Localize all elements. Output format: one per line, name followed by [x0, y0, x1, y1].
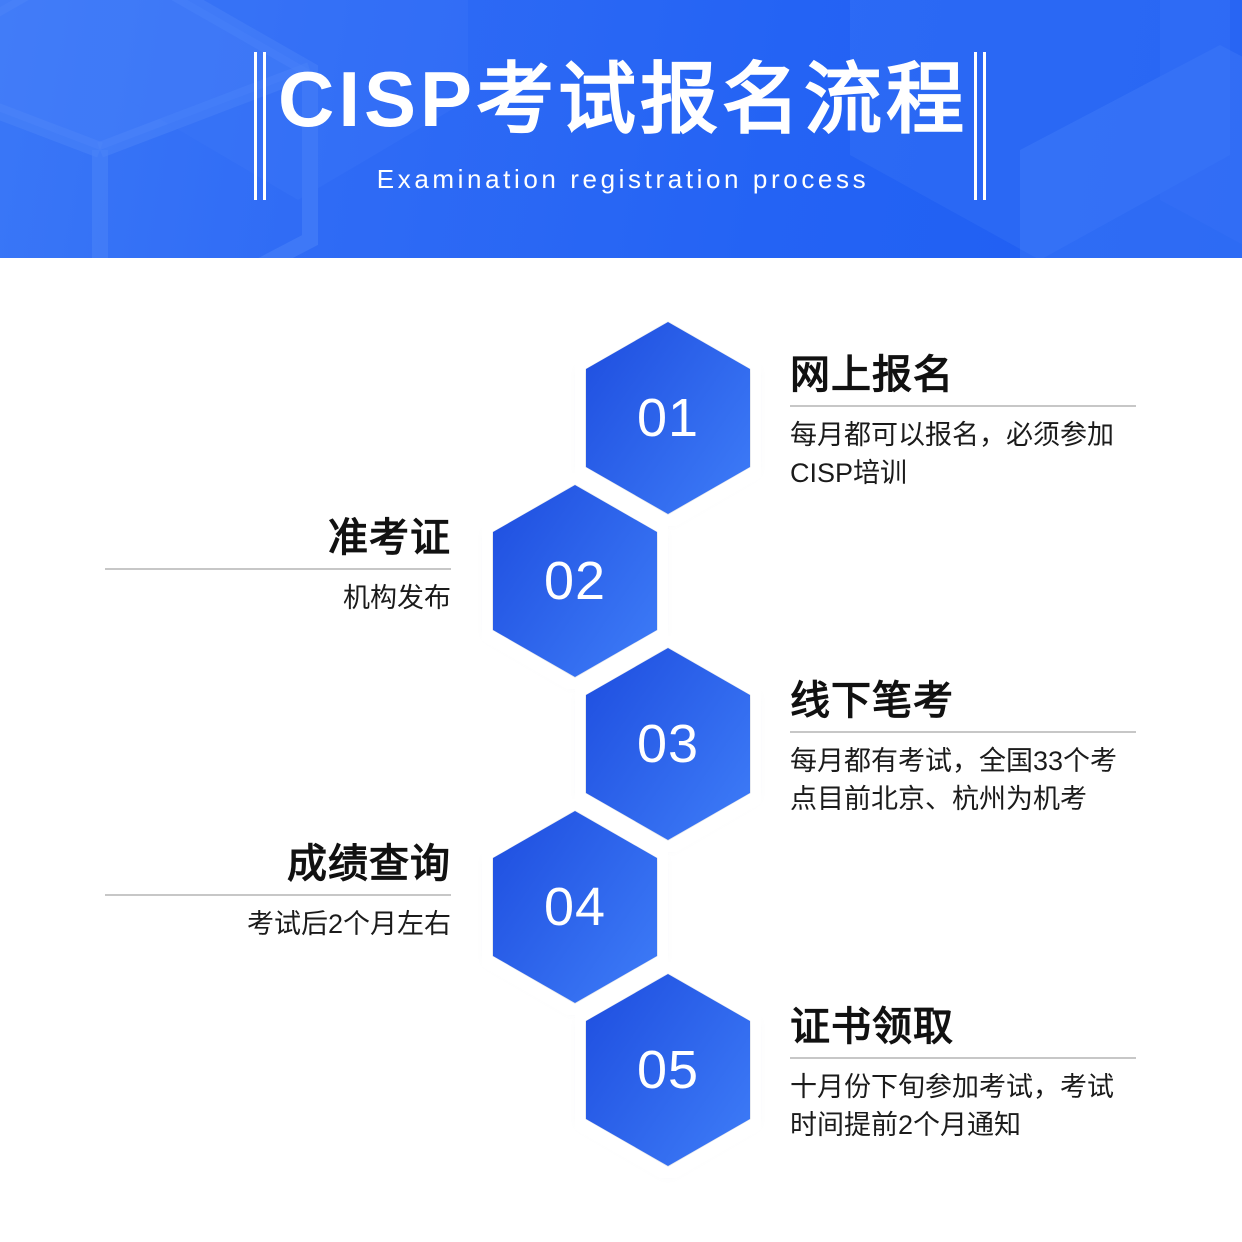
step-text-03: 线下笔考每月都有考试，全国33个考点目前北京、杭州为机考	[790, 676, 1136, 818]
title-right-bars-icon	[974, 52, 986, 200]
step-hexagon-05[interactable]: 05	[571, 958, 765, 1182]
step-description: 考试后2个月左右	[246, 909, 451, 939]
step-title: 网上报名	[790, 353, 954, 397]
hexagon-bg-shape-left-upper	[118, 0, 478, 210]
hexagon-bg-shape-right-upper	[840, 0, 1240, 258]
page-title: CISP考试报名流程	[278, 55, 969, 143]
step-divider	[790, 731, 1136, 733]
step-description: 每月都可以报名，必须参加CISP培训	[790, 420, 1114, 488]
hexagon-shape	[571, 306, 765, 530]
step-title: 成绩查询	[287, 842, 451, 886]
step-title: 准考证	[328, 516, 451, 560]
step-divider	[105, 894, 451, 896]
step-divider	[105, 568, 451, 570]
hexagon-bg-shape-right-lower	[1010, 40, 1242, 258]
step-text-02: 准考证机构发布	[105, 513, 451, 617]
step-text-05: 证书领取十月份下旬参加考试，考试时间提前2个月通知	[790, 1002, 1136, 1144]
hexagon-bg-shape-left	[0, 0, 330, 258]
hexagon-shape	[571, 958, 765, 1182]
step-description: 每月都有考试，全国33个考点目前北京、杭州为机考	[790, 746, 1118, 814]
page-subtitle: Examination registration process	[376, 164, 870, 194]
step-title: 证书领取	[790, 1005, 954, 1049]
hexagon-bg-shape-right-edge	[1150, 0, 1242, 258]
step-divider	[790, 405, 1136, 407]
title-left-bars-icon	[254, 52, 266, 200]
step-description: 十月份下旬参加考试，考试时间提前2个月通知	[790, 1072, 1114, 1140]
step-divider	[790, 1057, 1136, 1059]
step-text-04: 成绩查询考试后2个月左右	[105, 839, 451, 943]
step-text-01: 网上报名 每月都可以报名，必须参加CISP培训	[790, 350, 1136, 492]
hexagon-shape	[571, 632, 765, 856]
step-description: 机构发布	[343, 583, 451, 613]
page-header: CISP考试报名流程 Examination registration proc…	[0, 0, 1242, 258]
step-title: 线下笔考	[790, 679, 954, 723]
